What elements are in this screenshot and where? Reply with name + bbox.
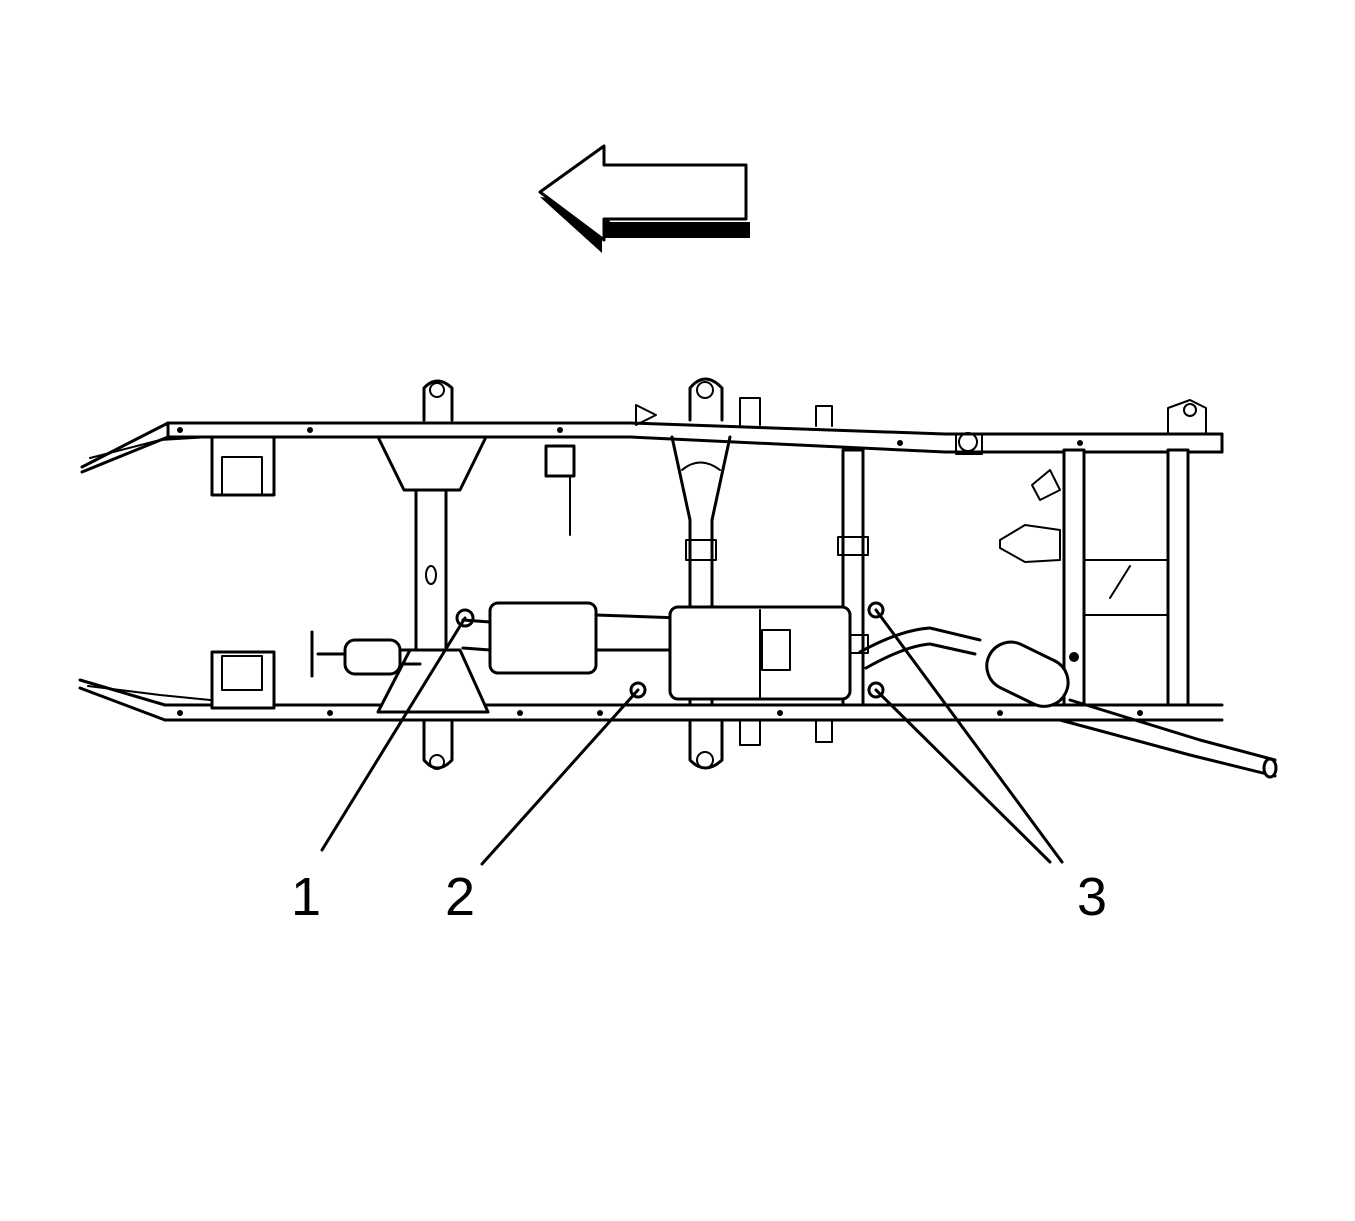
callout-leaders	[320, 608, 1064, 866]
frame-rivets	[177, 427, 1143, 716]
callout-3: 3	[1077, 867, 1107, 927]
muffler-rear	[668, 605, 852, 701]
callout-2: 2	[445, 867, 475, 927]
body-mount-upper	[210, 377, 1207, 497]
crossmember-rear	[999, 448, 1190, 707]
muffler-front	[461, 601, 682, 699]
callout-1: 1	[291, 867, 321, 927]
crossmember-front	[376, 435, 490, 714]
body-mount-lower	[210, 650, 833, 770]
left-arrow-icon	[538, 144, 750, 253]
bracket-hanger	[544, 444, 576, 536]
